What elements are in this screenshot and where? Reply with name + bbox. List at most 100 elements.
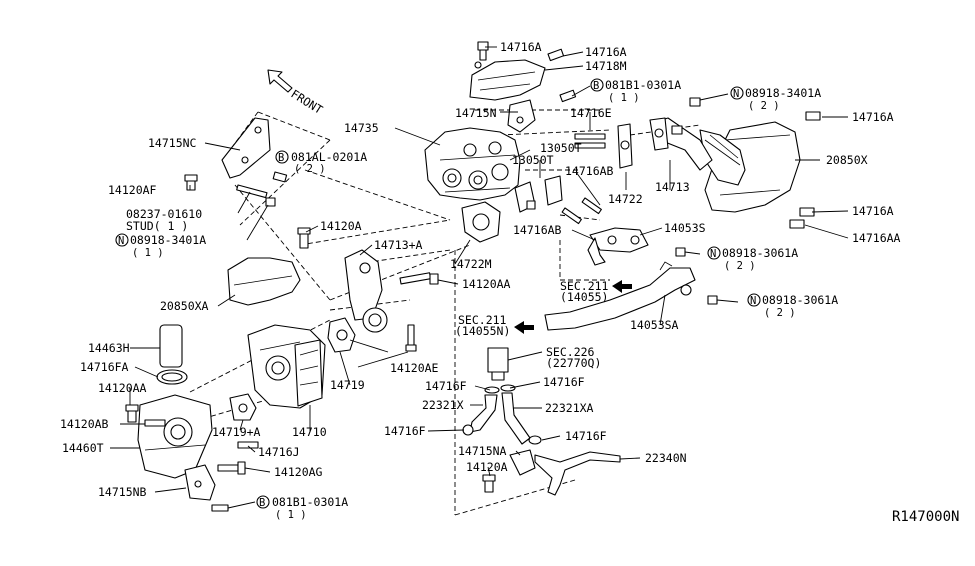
label-14716F-d: 14716F [565, 429, 607, 443]
label-081B1-bottom-qty: ( 1 ) [275, 509, 307, 521]
label-14716J: 14716J [258, 445, 300, 459]
label-14710: 14710 [292, 425, 327, 439]
label-08918-3061A-a-qty: ( 2 ) [724, 260, 756, 272]
label-14735: 14735 [344, 121, 379, 135]
label-sec211-b-sub: (14055N) [455, 324, 510, 338]
label-14713: 14713 [655, 180, 690, 194]
label-14715NA: 14715NA [458, 444, 507, 458]
label-14718M: 14718M [585, 59, 627, 73]
label-14463H: 14463H [88, 341, 130, 355]
egr-pipe-14053S [587, 227, 649, 266]
label-14716F-a: 14716F [425, 379, 467, 393]
bolt-14120AA-mid [399, 272, 439, 285]
label-14715NB: 14715NB [98, 485, 147, 499]
hose-22321X [469, 394, 498, 433]
exhaust-manifold-14735 [424, 127, 521, 201]
label-08918-3401A-left-qty: ( 1 ) [132, 247, 164, 259]
sec211-arrow-a [612, 280, 632, 293]
n-mark-left: N [118, 235, 124, 247]
n-mark-right: N [750, 295, 756, 307]
label-14719A: 14719+A [212, 425, 261, 439]
label-14716FA: 14716FA [80, 360, 129, 374]
circle-marks: B N B N N N B [115, 78, 761, 509]
heat-shield-14718M [469, 59, 546, 101]
clamp-14716FA [156, 369, 188, 385]
label-20850XA: 20850XA [160, 299, 209, 313]
bracket-14715NA [509, 449, 536, 476]
label-14716A-top: 14716A [500, 40, 542, 54]
stud-08237 [236, 184, 268, 199]
label-14716F-c: 14716F [384, 424, 426, 438]
label-14120A-mid: 14120A [320, 219, 362, 233]
part-labels: 14716A 14716A 14718M 081B1-0301A ( 1 ) 0… [60, 40, 959, 525]
label-14719: 14719 [330, 378, 365, 392]
label-14722M: 14722M [450, 257, 492, 271]
label-08237: 08237-01610 [126, 207, 202, 221]
label-sec211-b: SEC.211 [458, 313, 507, 327]
label-08918-3401A-top: 08918-3401A [745, 86, 821, 100]
bolt-081AL [272, 171, 288, 183]
label-sec211-a: SEC.211 [560, 279, 609, 293]
front-label: FRONT [288, 87, 325, 117]
hose-14463H [159, 324, 183, 368]
bolt-14716J [237, 441, 259, 449]
label-14716A-right: 14716A [852, 110, 894, 124]
egr-valve-14710 [247, 324, 326, 409]
label-14053SA: 14053SA [630, 318, 679, 332]
label-081AL: 081AL-0201A [291, 150, 367, 164]
b-mark-bottom: B [259, 497, 265, 509]
label-14716F-b: 14716F [543, 375, 585, 389]
label-14120AF: 14120AF [108, 183, 157, 197]
b-mark-left: B [278, 152, 284, 164]
heat-shield-20850XA [227, 257, 301, 306]
gasket-14719 [327, 317, 356, 353]
front-arrow: FRONT [267, 69, 325, 117]
egr-tube-14713A [344, 249, 388, 333]
egr-cooler-heat-shield-20850X [699, 121, 801, 213]
sec211-arrow-b [514, 321, 534, 334]
bolt-081B1-bottom [211, 504, 229, 512]
label-sec226: SEC.226 [546, 345, 595, 359]
clamps-14716F [462, 384, 542, 445]
label-14713A: 14713+A [374, 238, 423, 252]
bolt-14120AG [217, 461, 246, 475]
label-14716E: 14716E [570, 106, 612, 120]
label-14120AE: 14120AE [390, 361, 439, 375]
label-14120AA-mid: 14120AA [462, 277, 511, 291]
heat-shield-14715N [507, 99, 536, 133]
studs-14716E [574, 133, 606, 149]
bolt-14120A-mid [297, 227, 311, 249]
label-14716A-top2: 14716A [585, 45, 627, 59]
label-20850X: 20850X [826, 153, 868, 167]
label-14120AG: 14120AG [274, 465, 323, 479]
bolt-14120AF [184, 174, 198, 191]
label-22321X: 22321X [422, 398, 464, 412]
label-sec211-a-sub: (14055) [560, 290, 608, 304]
label-081B1-bottom: 081B1-0301A [272, 495, 348, 509]
label-14716AA: 14716AA [852, 231, 901, 245]
label-14715NC: 14715NC [148, 136, 197, 150]
bolt-14120AA-left [125, 404, 139, 423]
n-mark-top: N [733, 88, 739, 100]
label-14716AB-a: 14716AB [565, 164, 614, 178]
n-mark-mid: N [710, 248, 716, 260]
bolts-top-14716A [477, 41, 821, 305]
label-14053S: 14053S [664, 221, 706, 235]
sensor-22770Q [487, 347, 509, 381]
label-08918-3061A-b: 08918-3061A [762, 293, 838, 307]
gasket-14722 [617, 123, 633, 169]
label-14716A-r2: 14716A [852, 204, 894, 218]
label-08918-3061A-a: 08918-3061A [722, 246, 798, 260]
label-22340N: 22340N [645, 451, 687, 465]
bracket-14715NB [184, 464, 216, 501]
bolt-14120AE [405, 324, 417, 352]
b-mark-top: B [593, 80, 599, 92]
label-13050T-a: 13050T [540, 141, 582, 155]
label-sec226-sub: (22770Q) [546, 356, 601, 370]
label-08918-3401A-left: 08918-3401A [130, 233, 206, 247]
label-14715N: 14715N [455, 106, 497, 120]
bolt-14120AB [144, 419, 166, 427]
label-22321XA: 22321XA [545, 401, 594, 415]
label-081B1-top-qty: ( 1 ) [608, 92, 640, 104]
